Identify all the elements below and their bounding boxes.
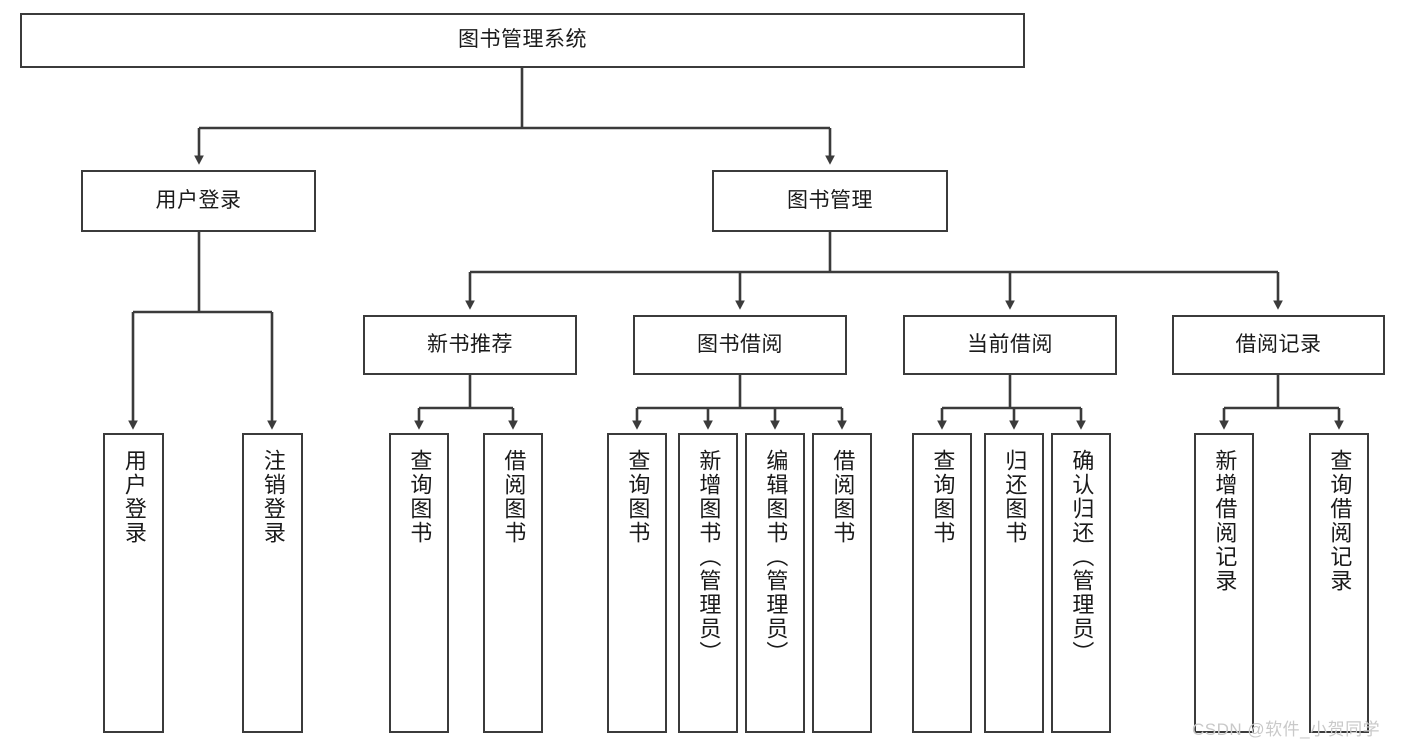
leaf-edit-book[interactable]: 编辑图书（管理员） xyxy=(745,433,805,733)
node-book-management[interactable]: 图书管理 xyxy=(712,170,948,232)
leaf-borrow-book-1[interactable]: 借阅图书 xyxy=(483,433,543,733)
node-label: 新增图书（管理员） xyxy=(696,449,722,665)
node-label: 归还图书 xyxy=(1002,449,1028,545)
leaf-user-login[interactable]: 用户登录 xyxy=(103,433,164,733)
node-root-system[interactable]: 图书管理系统 xyxy=(20,13,1025,68)
node-label: 查询图书 xyxy=(930,449,956,545)
node-label: 借阅图书 xyxy=(830,449,856,545)
node-new-book-recommend[interactable]: 新书推荐 xyxy=(363,315,577,375)
node-label: 编辑图书（管理员） xyxy=(763,449,789,665)
node-current-borrow[interactable]: 当前借阅 xyxy=(903,315,1117,375)
node-label: 用户登录 xyxy=(121,449,147,545)
node-book-borrow[interactable]: 图书借阅 xyxy=(633,315,847,375)
node-label: 查询借阅记录 xyxy=(1327,449,1353,593)
leaf-return-book[interactable]: 归还图书 xyxy=(984,433,1044,733)
node-label: 查询图书 xyxy=(407,449,433,545)
leaf-add-book[interactable]: 新增图书（管理员） xyxy=(678,433,738,733)
node-label: 用户登录 xyxy=(155,188,242,212)
csdn-watermark: CSDN @软件_小贺同学 xyxy=(1192,720,1381,739)
leaf-user-logout[interactable]: 注销登录 xyxy=(242,433,303,733)
leaf-query-book-3[interactable]: 查询图书 xyxy=(912,433,972,733)
node-label: 新书推荐 xyxy=(427,332,513,356)
leaf-add-record[interactable]: 新增借阅记录 xyxy=(1194,433,1254,733)
node-user-login[interactable]: 用户登录 xyxy=(81,170,316,232)
node-label: 图书借阅 xyxy=(697,332,783,356)
leaf-borrow-book-2[interactable]: 借阅图书 xyxy=(812,433,872,733)
node-label: 图书管理 xyxy=(787,188,873,212)
node-label: 确认归还（管理员） xyxy=(1069,449,1095,665)
node-label: 查询图书 xyxy=(625,449,651,545)
node-label: 借阅图书 xyxy=(501,449,527,545)
node-label: 当前借阅 xyxy=(967,332,1053,356)
leaf-confirm-return[interactable]: 确认归还（管理员） xyxy=(1051,433,1111,733)
node-borrow-record[interactable]: 借阅记录 xyxy=(1172,315,1385,375)
node-label: 图书管理系统 xyxy=(458,28,587,52)
node-label: 新增借阅记录 xyxy=(1212,449,1238,593)
leaf-query-book-1[interactable]: 查询图书 xyxy=(389,433,449,733)
node-label: 注销登录 xyxy=(260,449,286,545)
node-label: 借阅记录 xyxy=(1235,332,1322,356)
leaf-query-book-2[interactable]: 查询图书 xyxy=(607,433,667,733)
leaf-query-record[interactable]: 查询借阅记录 xyxy=(1309,433,1369,733)
